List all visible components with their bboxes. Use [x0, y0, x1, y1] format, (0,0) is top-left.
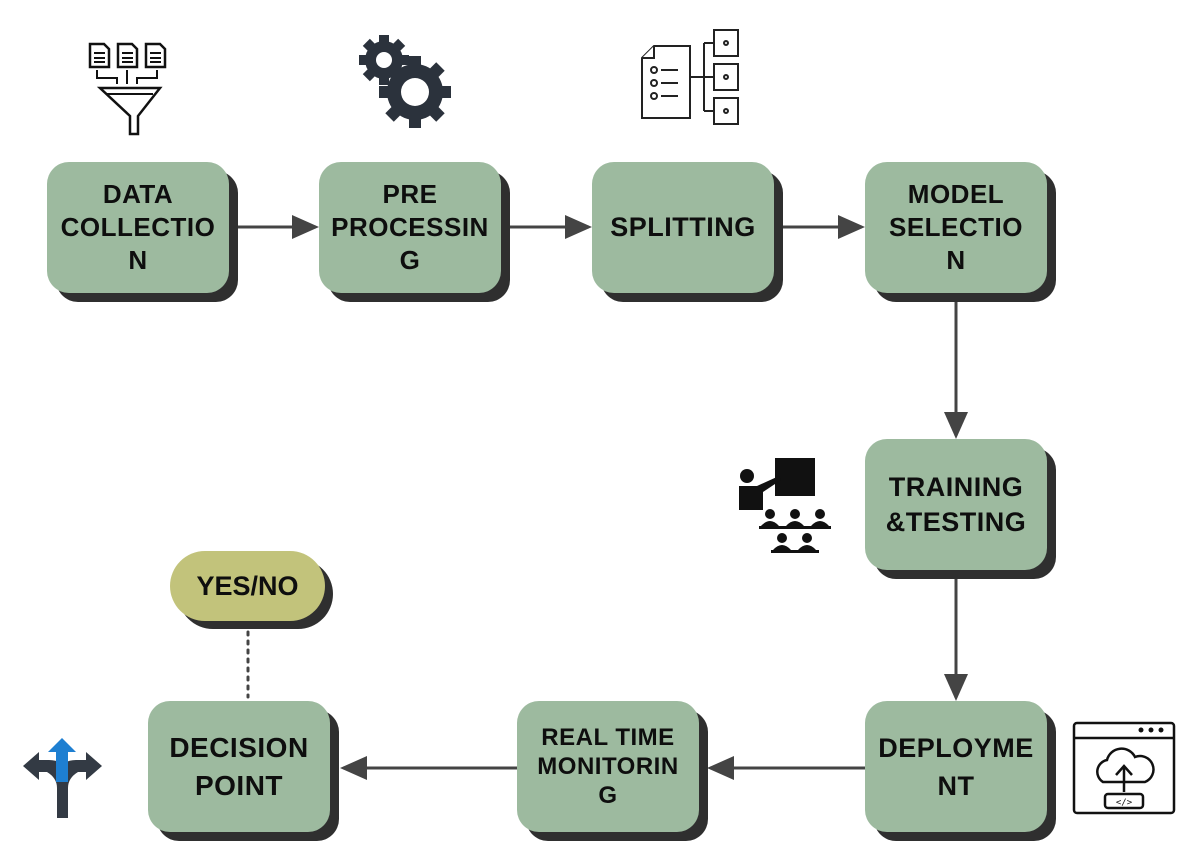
cloud-upload-browser-icon: </>: [1072, 721, 1176, 815]
deployment-label: DEPLOYME NT: [878, 732, 1034, 801]
model-selection-box: MODEL SELECTIO N: [865, 162, 1047, 293]
documents-funnel-icon: [88, 42, 167, 136]
decision-point-label: DECISION POINT: [169, 731, 309, 801]
training-testing-label: TRAINING &TESTING: [885, 471, 1027, 537]
real-time-monitoring-label: REAL TIME MONITORIN G: [537, 724, 679, 809]
gears-icon: [359, 35, 451, 128]
teacher-class-icon: [739, 458, 831, 553]
svg-text:</>: </>: [1116, 798, 1133, 808]
real-time-monitoring-box: REAL TIME MONITORIN G: [517, 701, 699, 832]
yes-no-label: YES/NO: [196, 570, 299, 601]
yes-no-pill: YES/NO: [170, 551, 325, 621]
splitting-box: SPLITTING: [592, 162, 774, 293]
deployment-box: DEPLOYME NT: [865, 701, 1047, 832]
preprocessing-label: PRE PROCESSIN G: [331, 179, 489, 275]
model-selection-label: MODEL SELECTIO N: [888, 179, 1023, 275]
document-split-icon: [641, 29, 739, 125]
decision-point-box: DECISION POINT: [148, 701, 330, 832]
data-collection-label: DATA COLLECTIO N: [60, 179, 216, 275]
splitting-label: SPLITTING: [610, 212, 756, 242]
training-testing-box: TRAINING &TESTING: [865, 439, 1047, 570]
split-arrows-icon: [23, 738, 102, 818]
data-collection-box: DATA COLLECTIO N: [47, 162, 229, 293]
preprocessing-box: PRE PROCESSIN G: [319, 162, 501, 293]
